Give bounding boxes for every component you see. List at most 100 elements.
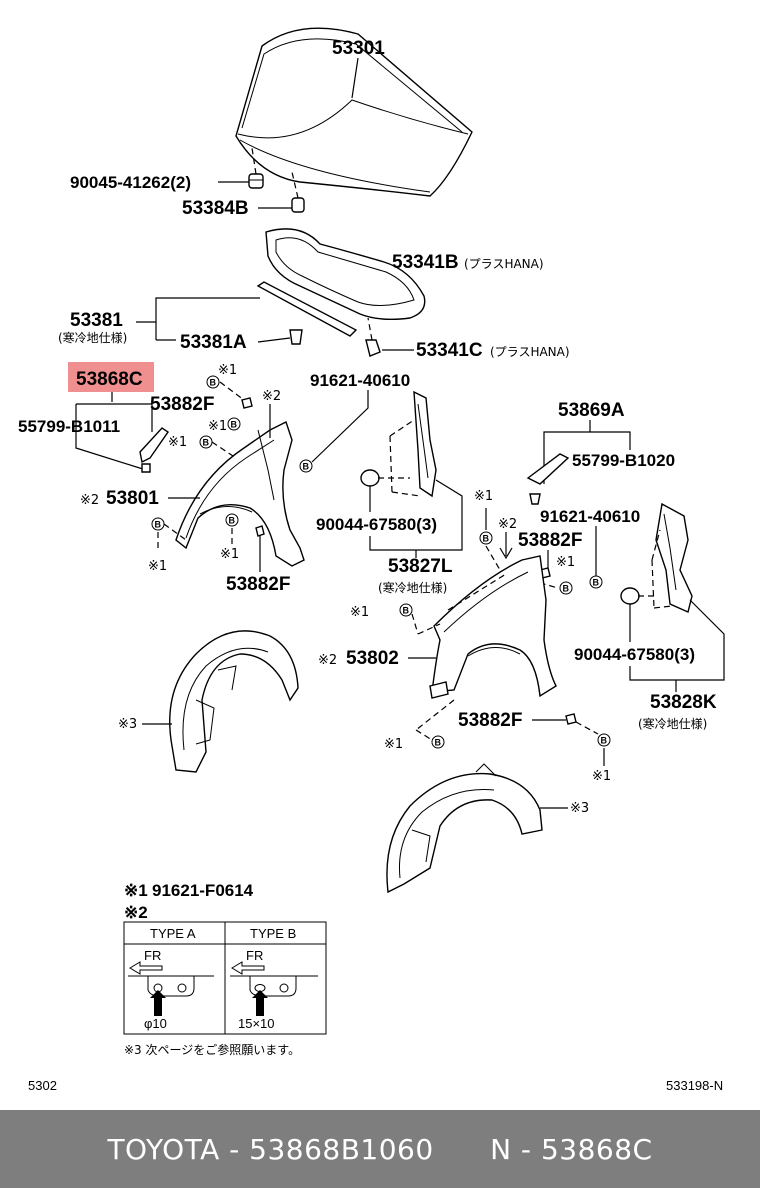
size-a-label: φ10 [144, 1016, 167, 1031]
hood-cushion-icon [248, 173, 264, 189]
part-note-53341C: (プラスHANA) [490, 345, 570, 359]
fender-right-53802 [429, 555, 557, 699]
bolt-b-icon: B [151, 517, 165, 531]
mark-m2: ※2 [262, 389, 281, 404]
part-label-53882F-bottom: 53882F [226, 574, 290, 595]
type-b-label: TYPE B [250, 926, 296, 941]
part-label-90044-67580-left: 90044-67580(3) [316, 515, 437, 534]
bolt-53882F-icon [255, 525, 265, 537]
grommet-left-icon [360, 469, 380, 487]
part-label-55799-B1020: 55799-B1020 [572, 451, 675, 470]
fender-cover-53868C [139, 427, 169, 473]
svg-text:B: B [435, 738, 442, 748]
arrow-up-icon [252, 990, 268, 1016]
grommet-right-icon [620, 587, 640, 605]
hood-part [235, 27, 473, 197]
part-label-53882F-top: 53882F [150, 394, 214, 415]
size-b-label: 15×10 [238, 1016, 275, 1031]
part-label-53868C: 53868C [76, 369, 143, 390]
type-a-label: TYPE A [150, 926, 196, 941]
fr-label-a: FR [144, 948, 161, 963]
svg-text:B: B [563, 584, 570, 594]
legend-note3: ※3 次ページをご参照願います。 [124, 1042, 300, 1057]
svg-text:B: B [155, 520, 162, 530]
mark-m1: ※1 [168, 435, 187, 450]
bolt-b-icon: B [431, 735, 445, 749]
hood-seal-b [265, 228, 426, 321]
part-label-53869A: 53869A [558, 400, 625, 421]
part-note-53341B: (プラスHANA) [464, 257, 544, 271]
legend-note1-part: 91621-F0614 [152, 881, 254, 900]
mark-m1: ※1 [148, 559, 167, 574]
bolt-b-icon: B [479, 531, 493, 545]
highlight-box [68, 362, 154, 392]
part-note-53827L: (寒冷地仕様) [378, 580, 447, 595]
bolt-b-icon: B [559, 581, 573, 595]
part-note-53828K: (寒冷地仕様) [638, 716, 707, 731]
part-label-53801: 53801 [106, 488, 159, 509]
part-label-91621-40610-left: 91621-40610 [310, 371, 410, 390]
part-label-53828K: 53828K [650, 692, 717, 713]
hood-cushion-2-icon [291, 197, 305, 213]
part-label-53384B: 53384B [182, 198, 249, 219]
svg-text:B: B [601, 736, 608, 746]
svg-text:B: B [203, 438, 210, 448]
mark-m3-right: ※3 [570, 801, 589, 816]
mark-m1: ※1 [208, 419, 227, 434]
legend-note2-mark: ※2 [124, 903, 148, 922]
type-table [123, 921, 327, 1035]
fender-left-53801 [175, 421, 305, 567]
page-code-right: 533198-N [666, 1078, 723, 1093]
part-note-53381: (寒冷地仕様) [58, 330, 127, 345]
footer-part-numbers: TOYOTA - 53868B1060 N - 53868C [107, 1132, 653, 1166]
footer-bar: TOYOTA - 53868B1060 N - 53868C [0, 1110, 760, 1188]
liner-right-53828K [655, 502, 693, 613]
clip-53381A-icon [289, 329, 303, 345]
bolt-b-icon: B [227, 417, 241, 431]
wheel-liner-left [169, 630, 299, 773]
parts-diagram: 53301 90045-41262(2) 53384B 53341B (プラスH… [18, 27, 725, 1093]
arrow-up-icon [150, 990, 166, 1016]
bolt-b-icon: B [597, 733, 611, 747]
part-label-55799-B1011: 55799-B1011 [18, 417, 120, 436]
mark-m1: ※1 [384, 737, 403, 752]
part-label-53381: 53381 [70, 310, 123, 331]
page-code-left: 5302 [28, 1078, 57, 1093]
part-label-53301: 53301 [332, 38, 385, 59]
bolt-b-icon: B [399, 603, 413, 617]
part-label-53882F-right-top: 53882F [518, 530, 582, 551]
part-label-91621-40610-right: 91621-40610 [540, 507, 640, 526]
svg-text:B: B [483, 534, 490, 544]
mark-m3-left: ※3 [118, 717, 137, 732]
bolt-53882F-icon [565, 713, 577, 725]
mark-m1: ※1 [350, 605, 369, 620]
svg-text:B: B [303, 462, 310, 472]
bolt-b-icon: B [225, 513, 239, 527]
part-label-53882F-right-bottom: 53882F [458, 710, 522, 731]
liner-left-53827L [413, 390, 437, 498]
mark-m2-53801: ※2 [80, 493, 99, 508]
mark-m1: ※1 [592, 769, 611, 784]
mark-m2-53802: ※2 [318, 653, 337, 668]
mark-m1: ※1 [218, 363, 237, 378]
hood-seal-strip [256, 281, 358, 337]
svg-text:B: B [403, 606, 410, 616]
part-label-53381A: 53381A [180, 332, 247, 353]
mark-m1: ※1 [556, 555, 575, 570]
svg-text:B: B [593, 578, 600, 588]
part-label-53802: 53802 [346, 648, 399, 669]
bracket-53869A [526, 453, 570, 485]
svg-text:B: B [231, 420, 238, 430]
wheel-liner-right [386, 763, 543, 894]
clip-right-icon [529, 493, 541, 505]
bolt-b-icon: B [199, 435, 213, 449]
clip-53341C-icon [365, 339, 381, 357]
mark-m2: ※2 [498, 517, 517, 532]
svg-text:B: B [210, 378, 217, 388]
part-label-53341B: 53341B [392, 252, 459, 273]
part-label-53341C: 53341C [416, 340, 483, 361]
bolt-b-icon: B [206, 375, 220, 389]
part-label-90044-67580-right: 90044-67580(3) [574, 645, 695, 664]
bolt-53882F-icon [241, 397, 253, 409]
part-label-53827L: 53827L [388, 556, 453, 577]
